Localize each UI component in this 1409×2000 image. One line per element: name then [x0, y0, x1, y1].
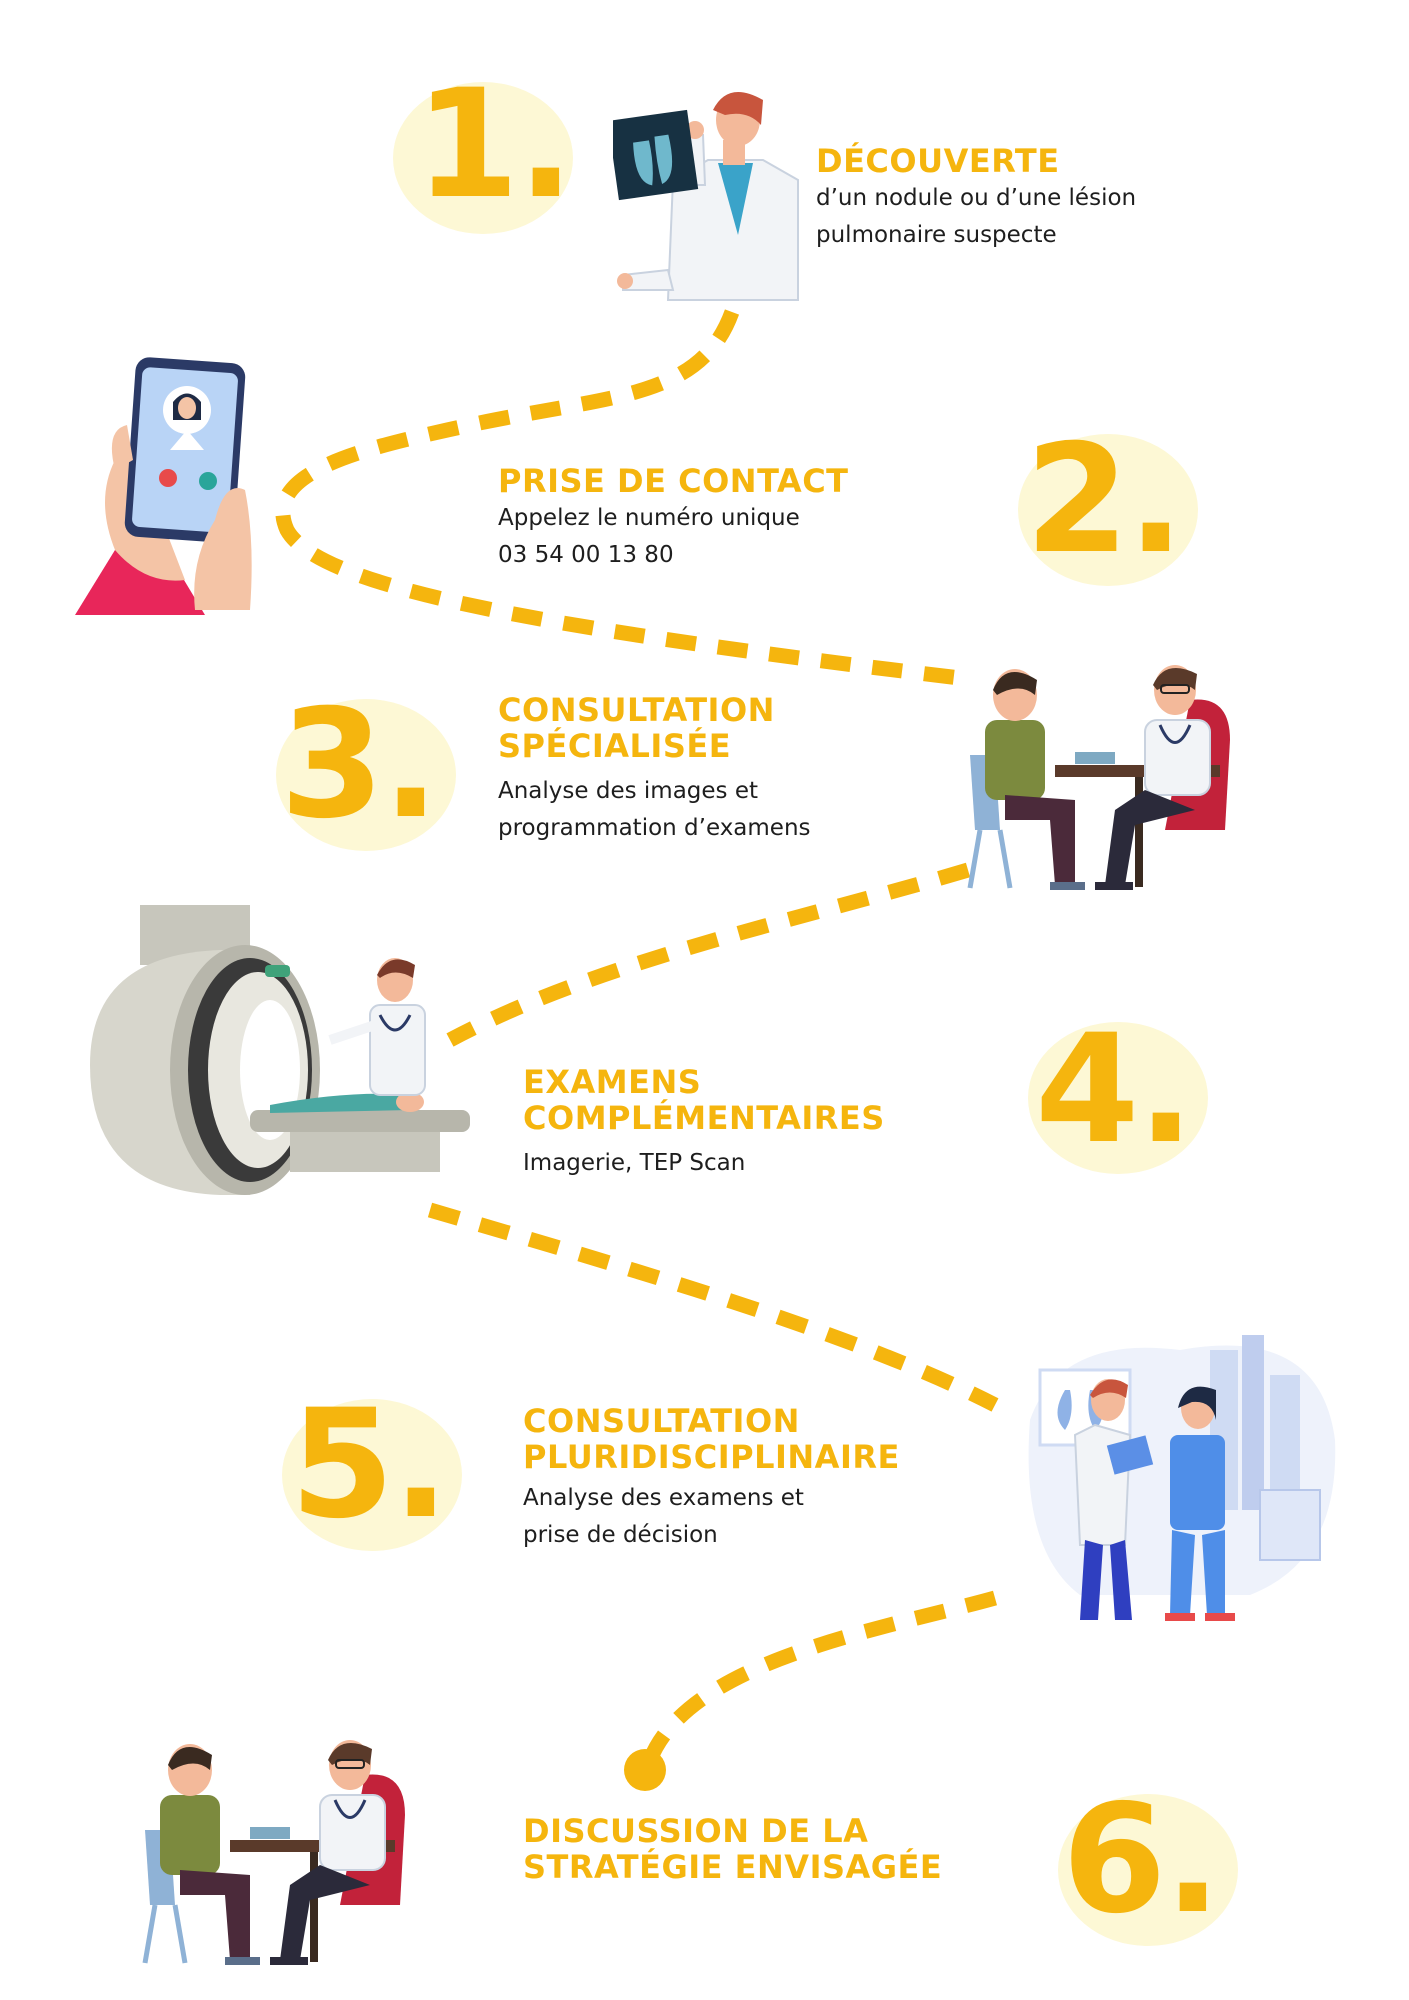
- step-1-number: 1.: [415, 58, 574, 232]
- step-6-title: DISCUSSION DE LA STRATÉGIE ENVISAGÉE: [523, 1812, 943, 1886]
- step-3-number: 3.: [280, 678, 439, 852]
- step-4-number: 4.: [1035, 1003, 1194, 1177]
- doctor-xray-icon: [613, 92, 799, 301]
- step-4-description: Imagerie, TEP Scan: [523, 1150, 746, 1176]
- step-1-title: DÉCOUVERTE: [816, 142, 1060, 180]
- step-3-title: CONSULTATION SPÉCIALISÉE: [498, 691, 775, 765]
- path-end-dot: [624, 1749, 666, 1791]
- step-3-description: Analyse des images et programmation d’ex…: [498, 778, 811, 841]
- step-1-description: d’un nodule ou d’une lésion pulmonaire s…: [816, 185, 1137, 248]
- medical-team-icon: [1028, 1335, 1336, 1621]
- phone-call-icon: [75, 357, 252, 615]
- step-5-title: CONSULTATION PLURIDISCIPLINAIRE: [523, 1402, 900, 1476]
- step-2-description: Appelez le numéro unique 03 54 00 13 80: [498, 505, 800, 568]
- step-2-number: 2.: [1025, 413, 1184, 587]
- consultation-icon: [967, 665, 1230, 890]
- step-5-number: 5.: [290, 1378, 449, 1552]
- step-6-number: 6.: [1062, 1773, 1221, 1947]
- consultation-icon: [142, 1740, 405, 1965]
- step-2-title: PRISE DE CONTACT: [498, 462, 849, 500]
- mri-scanner-icon: [90, 905, 470, 1195]
- step-5-description: Analyse des examens et prise de décision: [523, 1485, 804, 1548]
- step-4-title: EXAMENS COMPLÉMENTAIRES: [523, 1063, 885, 1137]
